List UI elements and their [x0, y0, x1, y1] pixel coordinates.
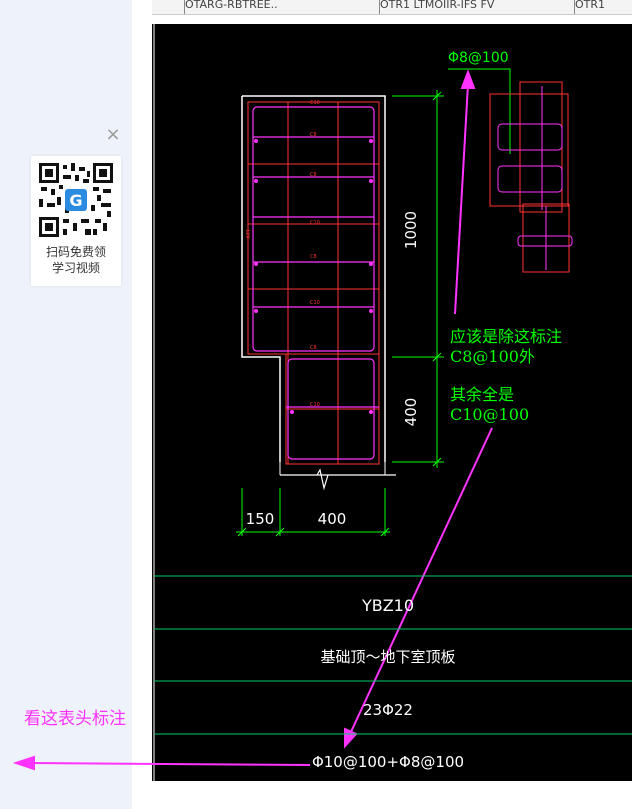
note2-line1: 其余全是 [450, 385, 514, 404]
tie-labels: C10 C8 C8 C10 C8 C10 C8 C10 [310, 100, 320, 408]
qr-badge: G [69, 191, 82, 210]
top-tab-2[interactable]: OTR1 LTMOIIR-IFS FV [379, 0, 574, 14]
dim-1000-label: 1000 [402, 211, 420, 249]
section-detail [489, 81, 573, 273]
svg-text:120: 120 [244, 229, 250, 239]
bottom-table: YBZ10 基础顶～地下室顶板 23Φ22 Φ10@100+Φ8@100 [312, 596, 464, 771]
cad-drawing: C10 C8 C8 C10 C8 C10 C8 C10 120 [153, 24, 632, 781]
header-note: 看这表头标注 [24, 709, 126, 729]
annotation-notes: 应该是除这标注 C8@100外 其余全是 C10@100 [450, 327, 562, 424]
qr-code-icon: G [39, 163, 113, 237]
svg-text:C8: C8 [310, 172, 317, 178]
left-sidebar: × G 扫码免费领 学习视频 [0, 0, 132, 809]
dimension-lines [236, 90, 444, 537]
svg-text:C10: C10 [310, 402, 320, 408]
top-tab-strip: OTARG-RBTREE.. OTR1 LTMOIIR-IFS FV OTR1 [152, 0, 632, 15]
stirrups [252, 106, 379, 460]
qr-caption-line1: 扫码免费领 [45, 245, 106, 259]
note1-line2: C8@100外 [450, 347, 535, 366]
close-icon[interactable]: × [105, 124, 121, 145]
table-row-range: 基础顶～地下室顶板 [320, 648, 455, 666]
table-row-name: YBZ10 [361, 596, 414, 615]
svg-text:C8: C8 [310, 345, 317, 351]
top-tab-1[interactable]: OTARG-RBTREE.. [184, 0, 379, 14]
rebar-dots [254, 139, 373, 414]
qr-caption-line2: 学习视频 [51, 261, 100, 275]
svg-text:C8: C8 [310, 132, 317, 138]
rebar-cage [247, 101, 380, 465]
bottom-table-lines [154, 575, 632, 735]
svg-text:C10: C10 [310, 100, 320, 106]
note1-line1: 应该是除这标注 [450, 327, 562, 346]
svg-text:C8: C8 [310, 254, 317, 260]
table-row-stirrup: Φ10@100+Φ8@100 [312, 753, 464, 771]
annotation-arrow-down [344, 427, 493, 749]
column-outline [241, 95, 396, 491]
dim-150-label: 150 [246, 510, 275, 528]
table-row-rebar: 23Φ22 [363, 701, 413, 719]
annotation-arrow-up [454, 69, 476, 315]
svg-text:C10: C10 [310, 300, 320, 306]
top-tab-3[interactable]: OTR1 [574, 0, 632, 14]
dim-400-horizontal-label: 400 [318, 510, 347, 528]
cad-drawing-canvas[interactable]: C10 C8 C8 C10 C8 C10 C8 C10 120 [152, 24, 632, 781]
note2-line2: C10@100 [450, 405, 529, 424]
qr-card[interactable]: G 扫码免费领 学习视频 [31, 156, 121, 286]
top-rebar-label: Φ8@100 [448, 50, 509, 66]
svg-text:C10: C10 [310, 220, 320, 226]
dim-400-vertical-label: 400 [402, 398, 420, 427]
